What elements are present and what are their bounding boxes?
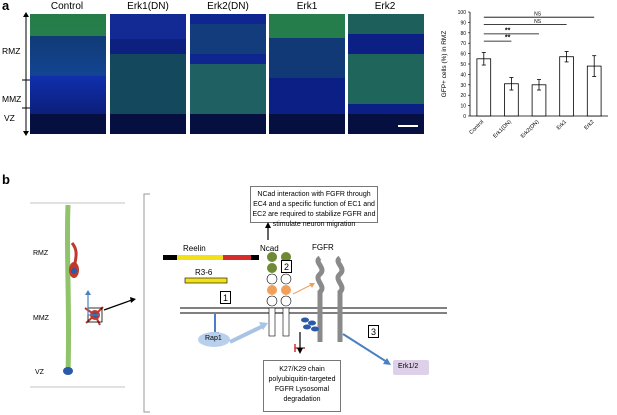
micrograph-erk2-dn [190, 14, 266, 134]
zone-label-mmz-b: MMZ [33, 315, 49, 322]
bar [559, 56, 574, 117]
zone-label-vz-b: VZ [35, 369, 44, 376]
column-label-erk1: Erk1 [296, 1, 318, 12]
zoom-bracket [143, 193, 150, 413]
panel-b-label: b [2, 172, 10, 187]
scale-bar [398, 125, 418, 127]
y-tick-label: 90 [460, 20, 466, 26]
y-tick-label: 30 [460, 83, 466, 89]
column-label-erk2-dn: Erk2(DN) [207, 1, 249, 12]
erk-label: Erk1/2 [398, 363, 419, 370]
category-label: Control [468, 119, 485, 136]
y-tick-label: 40 [460, 72, 466, 78]
y-tick-label: 100 [458, 10, 467, 16]
micrograph-erk1 [269, 14, 345, 134]
y-tick-label: 10 [460, 104, 466, 110]
y-tick-label: 60 [460, 52, 466, 58]
y-tick-label: 80 [460, 31, 466, 37]
molecular-schematic [163, 222, 447, 365]
y-tick-label: 70 [460, 41, 466, 47]
panel-a-label: a [2, 0, 10, 13]
column-label-erk1-dn: Erk1(DN) [127, 1, 169, 12]
y-tick-label: 50 [460, 62, 466, 68]
step-2-box: 2 [281, 260, 292, 273]
micrograph-control [30, 14, 106, 134]
fgfr-label: FGFR [312, 243, 334, 252]
category-label: Erk2 [583, 119, 595, 131]
zone-label-rmz-a: RMZ [2, 46, 21, 56]
micrograph-erk2 [348, 14, 424, 134]
reelin-label: Reelin [183, 244, 206, 253]
erk-node [393, 360, 429, 375]
category-label: Erk2(DN) [520, 119, 541, 140]
significance-label: ** [505, 27, 511, 34]
rap1-label: Rap1 [205, 335, 222, 342]
fgfr-degradation-note: K27/K29 chain polyubiquitin-targeted FGF… [263, 360, 341, 412]
neuron-schematic [30, 202, 136, 388]
ncad-label: Ncad [260, 244, 279, 253]
column-label-erk2: Erk2 [374, 1, 396, 12]
zone-label-rmz-b: RMZ [33, 250, 49, 257]
bar [476, 58, 492, 117]
step-1-box: 1 [220, 291, 231, 304]
y-tick-label: 20 [460, 93, 466, 99]
significance-label: ** [505, 35, 511, 42]
y-tick-label: 0 [463, 114, 466, 120]
category-label: Erk1(DN) [492, 119, 513, 140]
y-axis-label: GFP+ cells (%) in RMZ [441, 31, 448, 98]
rap1-node [198, 332, 230, 347]
significance-label: NS [534, 12, 542, 18]
zone-brackets-a [22, 12, 30, 136]
column-label-control: Control [50, 1, 84, 12]
zone-label-mmz-a: MMZ [2, 94, 22, 104]
r3-6-label: R3-6 [195, 268, 213, 277]
zone-label-vz-a: VZ [4, 113, 15, 123]
ncad-fgfr-interaction-note: NCad interaction with FGFR through EC4 a… [250, 186, 378, 228]
category-label: Erk1 [556, 119, 568, 131]
significance-label: NS [534, 19, 542, 25]
step-3-box: 3 [368, 325, 379, 338]
micrograph-erk1-dn [110, 14, 186, 134]
